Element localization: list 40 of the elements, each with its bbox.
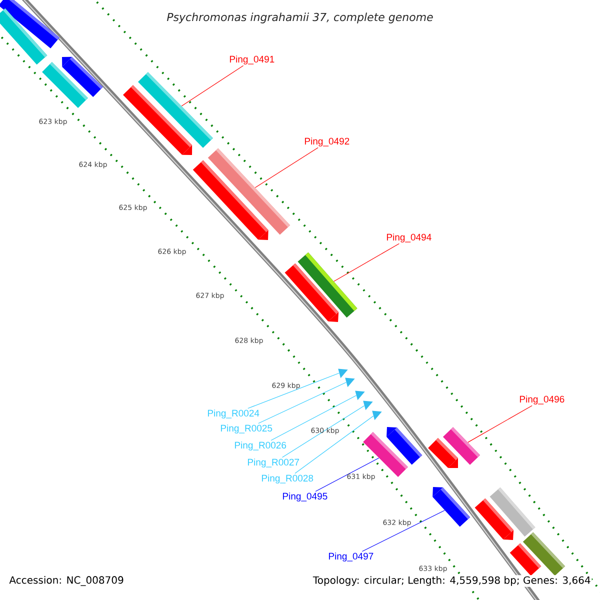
gene-triangle — [372, 410, 382, 420]
gene-triangle — [363, 400, 373, 410]
gene-feature — [192, 160, 268, 240]
title: Psychromonas ingrahamii 37, complete genome — [166, 12, 433, 24]
gene-feature — [432, 487, 470, 527]
gene-label: Ping_R0027 — [248, 458, 300, 468]
gene-feature — [123, 85, 192, 155]
gene-feature — [0, 8, 48, 65]
leader-line — [468, 405, 532, 443]
gene-label: Ping_0494 — [387, 234, 432, 242]
gene-triangle — [355, 390, 365, 400]
leader-line — [248, 372, 340, 409]
leader-line — [258, 382, 346, 424]
gene-label: Ping_0497 — [328, 552, 374, 562]
gene-feature — [428, 438, 458, 468]
leader-line — [270, 395, 356, 441]
gene-triangle — [338, 368, 348, 378]
gene-label: Ping_R0026 — [234, 442, 286, 450]
gene-label: Ping_R0028 — [262, 474, 314, 484]
gene-feature — [386, 427, 422, 465]
leader-line — [334, 243, 400, 282]
gene-feature — [284, 263, 339, 322]
leader-line — [294, 416, 374, 474]
gene-label: Ping_R0024 — [208, 410, 260, 418]
gene-label: Ping_0495 — [282, 492, 328, 502]
gene-feature — [62, 56, 103, 98]
leader-line — [181, 65, 244, 106]
leader-line — [254, 147, 318, 188]
leader-line — [282, 405, 365, 458]
leader-line — [362, 510, 445, 552]
gene-label: Ping_0491 — [230, 56, 274, 64]
gene-feature — [490, 487, 536, 537]
gene-feature — [522, 532, 566, 576]
genome-info-text: Topology: circular; Length: 4,559,598 bp; Genes: 3,664 — [312, 575, 592, 587]
gene-label: Ping_0492 — [304, 138, 350, 146]
accession-text: Accession: NC_008709 — [8, 575, 125, 587]
gene-triangle — [345, 378, 355, 388]
leader-line — [315, 458, 380, 492]
gene-label: Ping_R0025 — [220, 424, 272, 434]
gene-label: Ping_0496 — [520, 396, 564, 404]
